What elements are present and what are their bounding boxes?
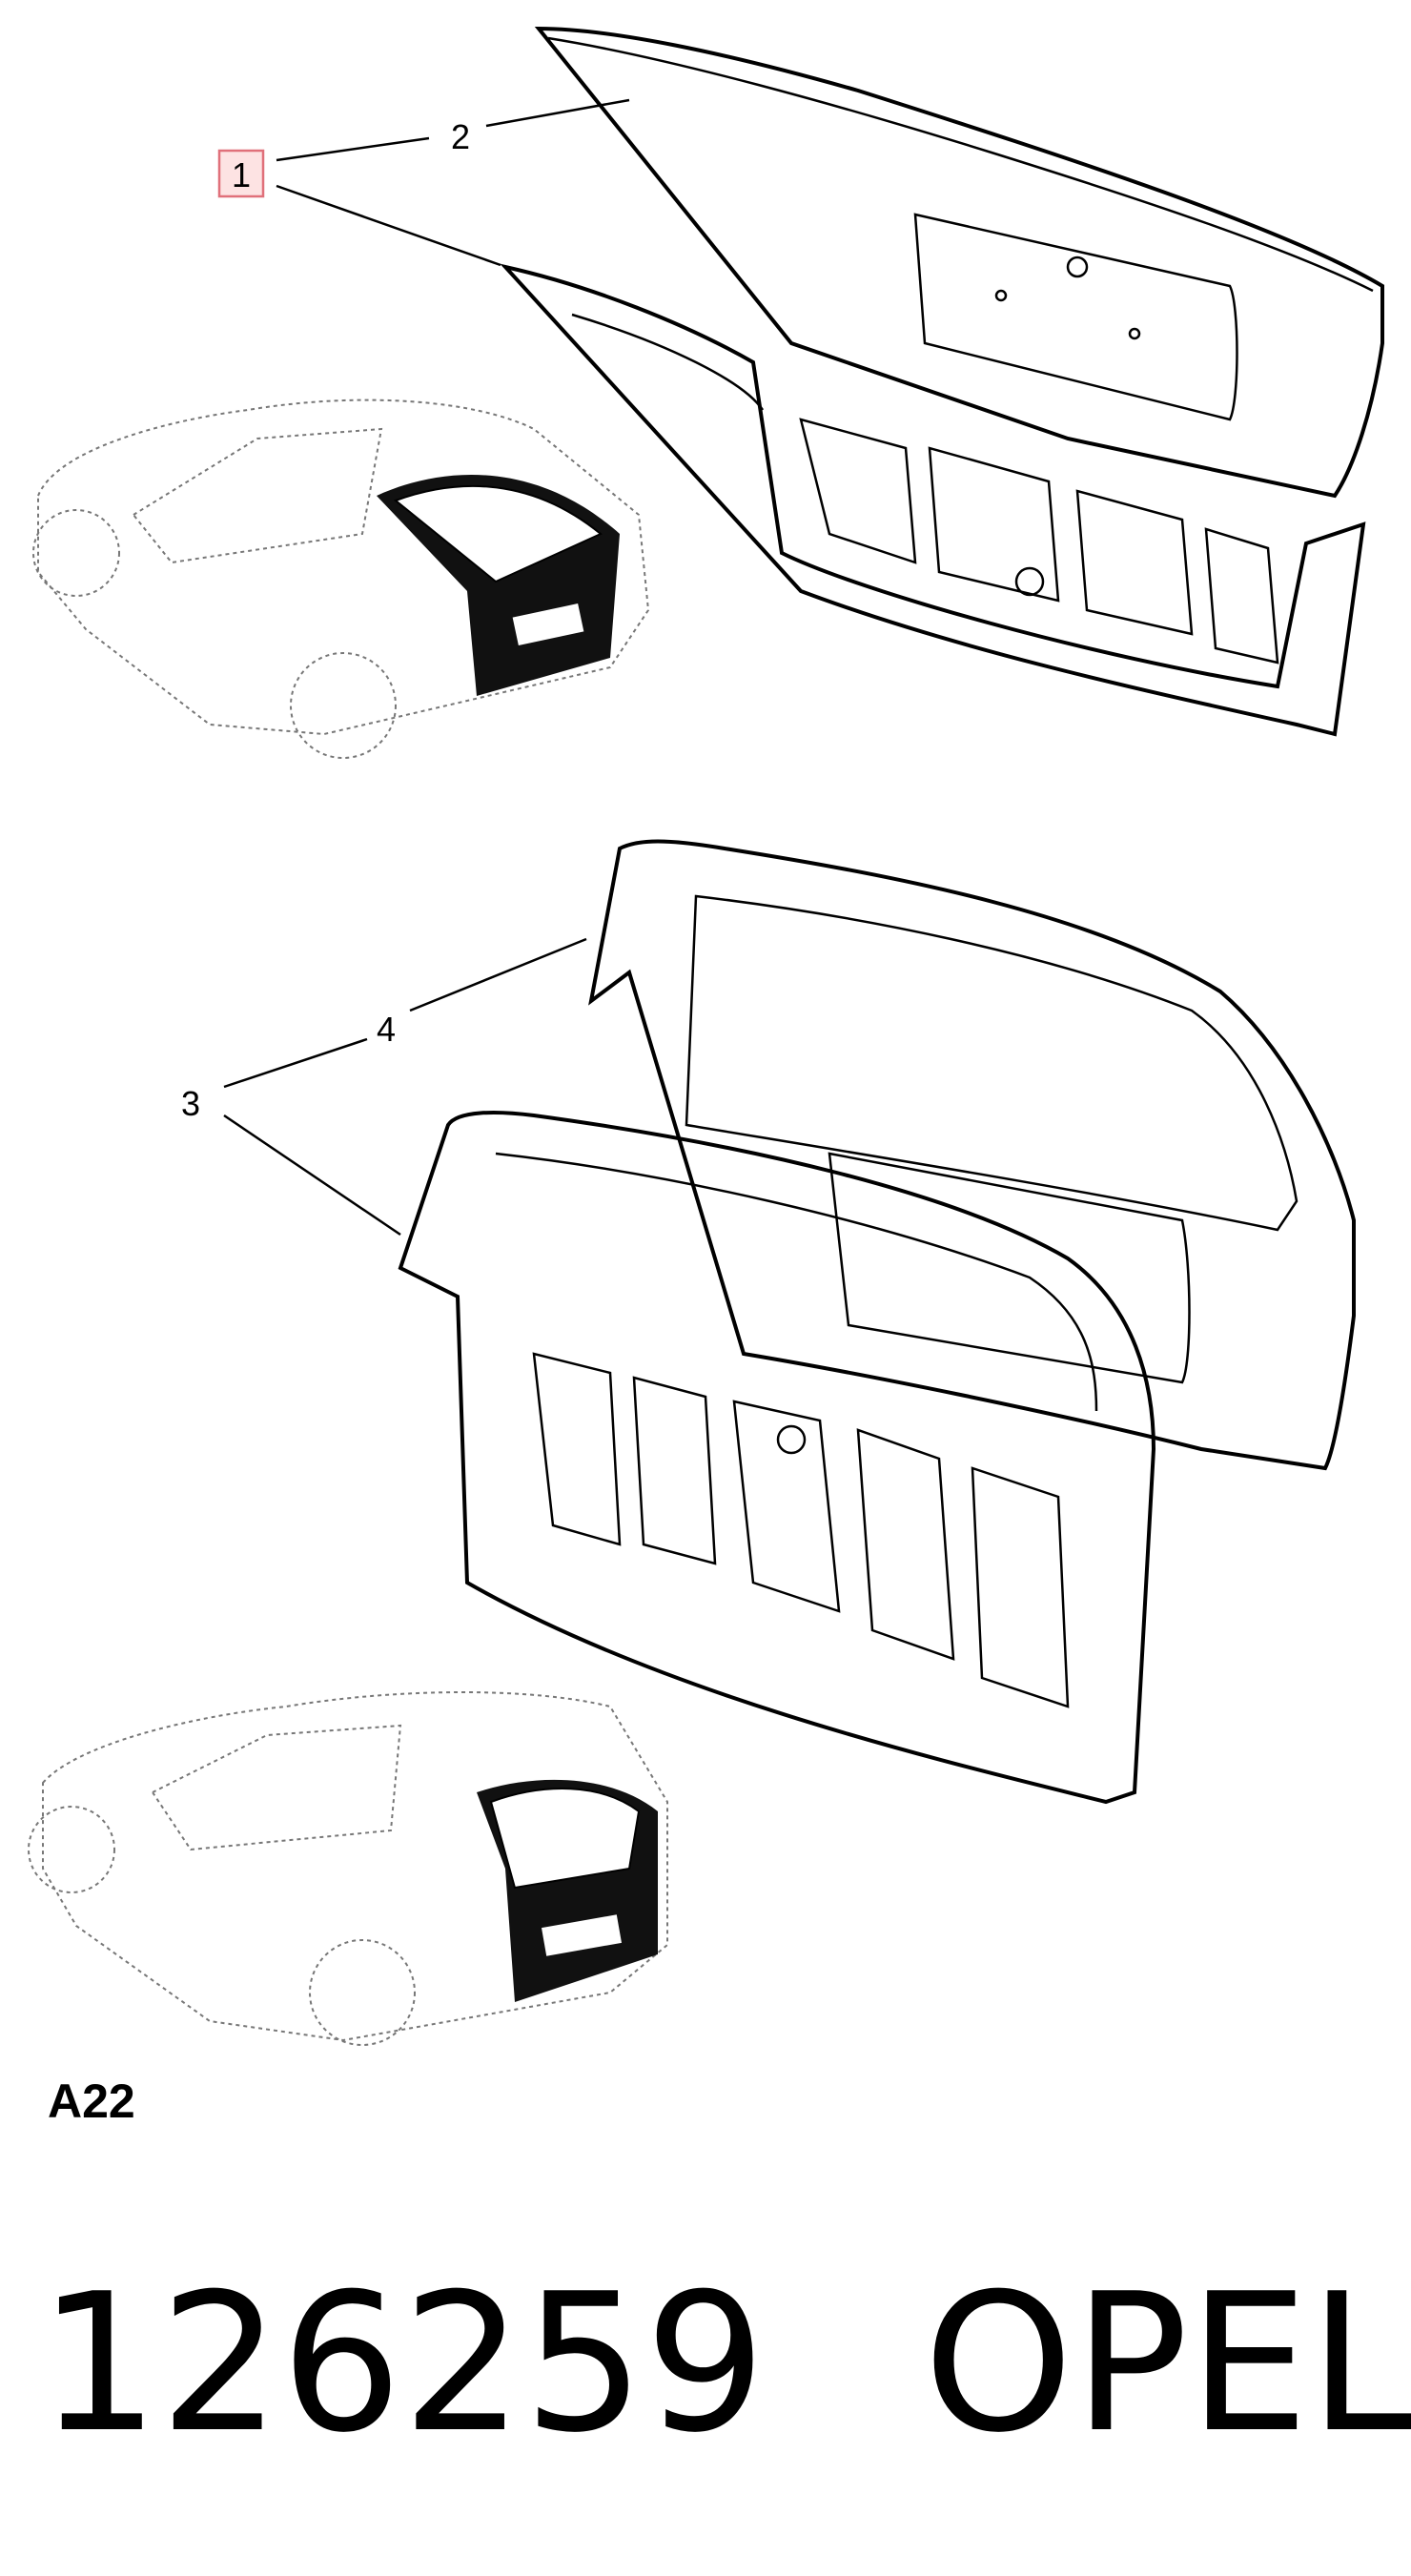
callout-1-label: 1 (232, 155, 251, 194)
wagon-tailgate-outer-panel (588, 839, 1356, 1471)
hatchback-car-thumbnail (32, 399, 650, 759)
callout-4[interactable]: 4 (377, 1010, 396, 1049)
callout-3-label: 3 (181, 1084, 200, 1123)
section-code: A22 (48, 2075, 135, 2128)
callout-3[interactable]: 3 (181, 1084, 200, 1123)
wagon-tailgate-inner-panel (398, 1111, 1156, 1805)
part-number: 126259 (38, 2253, 767, 2475)
callout-2[interactable]: 2 (451, 117, 470, 156)
wagon-car-thumbnail (28, 1691, 668, 2046)
brand-name: OPEL (923, 2253, 1411, 2475)
callout-1[interactable]: 1 (217, 149, 265, 198)
tailgate-inner-panel (500, 263, 1366, 737)
leader-lines (223, 98, 630, 1237)
callout-2-label: 2 (451, 117, 470, 156)
callout-4-label: 4 (377, 1010, 396, 1049)
tailgate-outer-panel (534, 26, 1384, 499)
